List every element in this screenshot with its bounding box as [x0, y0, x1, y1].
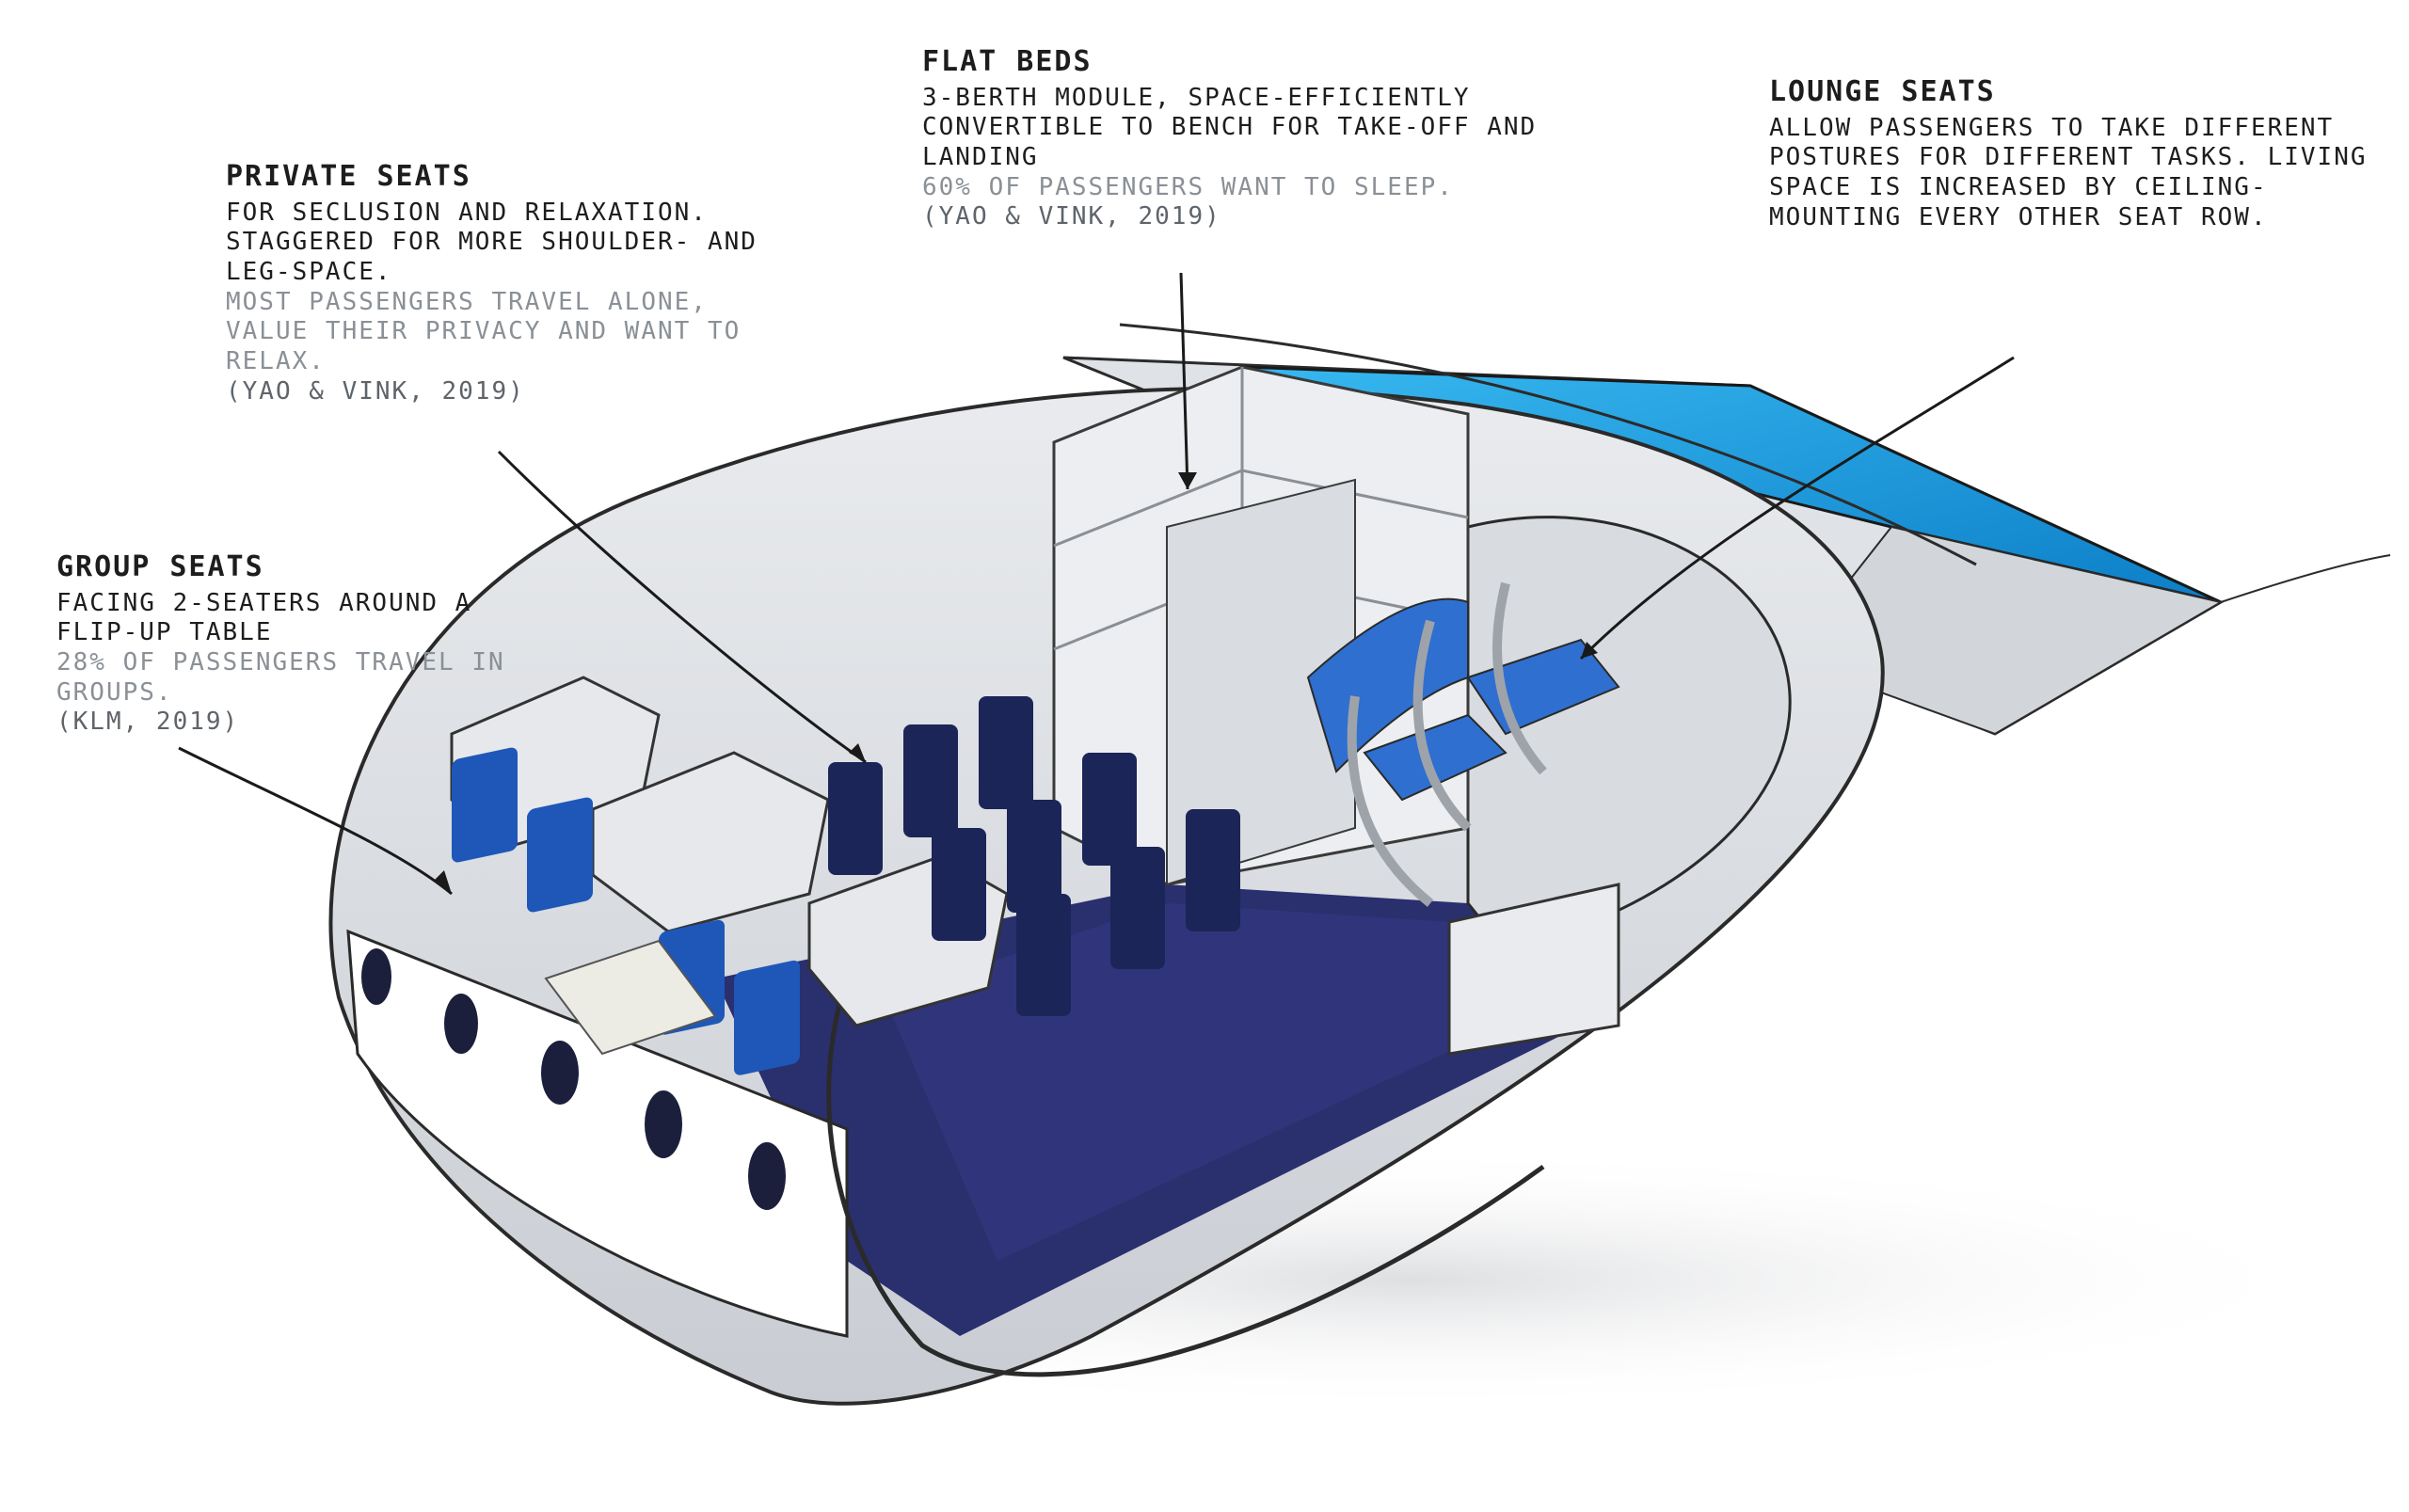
callout-lounge-seats: Lounge seats Allow passengers to take di…	[1769, 75, 2371, 232]
callout-group-seats: Group seats Facing 2-seaters around a fl…	[56, 550, 508, 738]
callout-title: Private seats	[226, 160, 471, 193]
flat-bed-module	[1052, 365, 1470, 886]
group-seats	[452, 747, 800, 1075]
lounge-seats	[1306, 581, 1620, 1056]
callout-study: 28% of passengers travel in groups.	[56, 648, 505, 707]
leader-lounge	[1579, 356, 2015, 661]
leader-group	[178, 746, 453, 896]
callout-private-seats: Private seats For seclusion and relaxati…	[226, 160, 790, 407]
callout-body: 3-berth module, space-efficiently conver…	[922, 83, 1538, 172]
callout-cite: (Yao & Vink, 2019)	[226, 376, 525, 406]
private-seats	[828, 696, 1240, 1016]
callout-title: Group seats	[56, 550, 264, 583]
callout-cite: (KLM, 2019)	[56, 708, 240, 737]
cut-edge	[826, 978, 1545, 1377]
callout-cite: (Yao & Vink, 2019)	[922, 202, 1221, 231]
windows	[361, 948, 786, 1210]
callout-body: Facing 2-seaters around a flip-up table	[56, 588, 472, 647]
callout-flat-beds: Flat beds 3-berth module, space-efficien…	[922, 45, 1600, 232]
callout-title: Flat beds	[922, 45, 1093, 78]
rear-bulkhead	[1466, 516, 1792, 952]
callout-study: 60% of passengers want to sleep.	[922, 172, 1454, 201]
callout-study: Most passengers travel alone, value thei…	[226, 287, 742, 376]
callout-body: For seclusion and relaxation. Staggered …	[226, 198, 758, 287]
leader-private	[497, 450, 867, 764]
leader-arrowheads	[435, 472, 1598, 894]
callout-title: Lounge seats	[1769, 75, 1996, 108]
leader-lines	[178, 272, 2015, 896]
callout-body: Allow passengers to take different postu…	[1769, 113, 2368, 231]
overhead-bins	[450, 676, 1009, 1027]
leader-flatbeds	[1179, 272, 1189, 490]
